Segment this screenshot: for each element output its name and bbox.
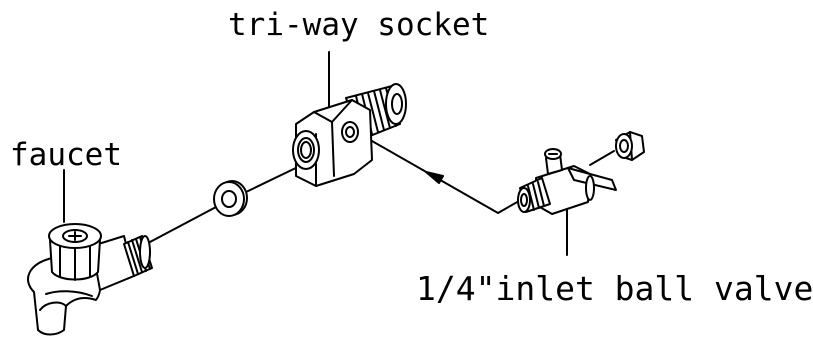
diagram-drawing — [27, 51, 645, 336]
water-path-line — [371, 140, 527, 214]
faucet-icon — [27, 223, 153, 336]
assembly-line-washer-socket — [243, 164, 303, 194]
tri-way-socket-label: tri-way socket — [228, 7, 490, 43]
washer-icon — [213, 180, 248, 217]
inlet-ball-valve-label: 1/4"inlet ball valve — [416, 269, 813, 308]
assembly-line-valve-nut — [589, 150, 615, 166]
faucet-label: faucet — [10, 137, 122, 173]
assembly-line-faucet-washer — [149, 206, 217, 243]
flow-arrow-icon — [425, 171, 444, 184]
tri-way-socket-icon — [292, 83, 407, 187]
valve-thread — [517, 177, 551, 213]
faucet-thread — [123, 235, 153, 277]
compression-nut-icon — [615, 131, 645, 161]
assembly-diagram: tri-way socket faucet 1/4"inlet ball val… — [10, 7, 813, 336]
ball-valve-icon — [517, 148, 617, 215]
